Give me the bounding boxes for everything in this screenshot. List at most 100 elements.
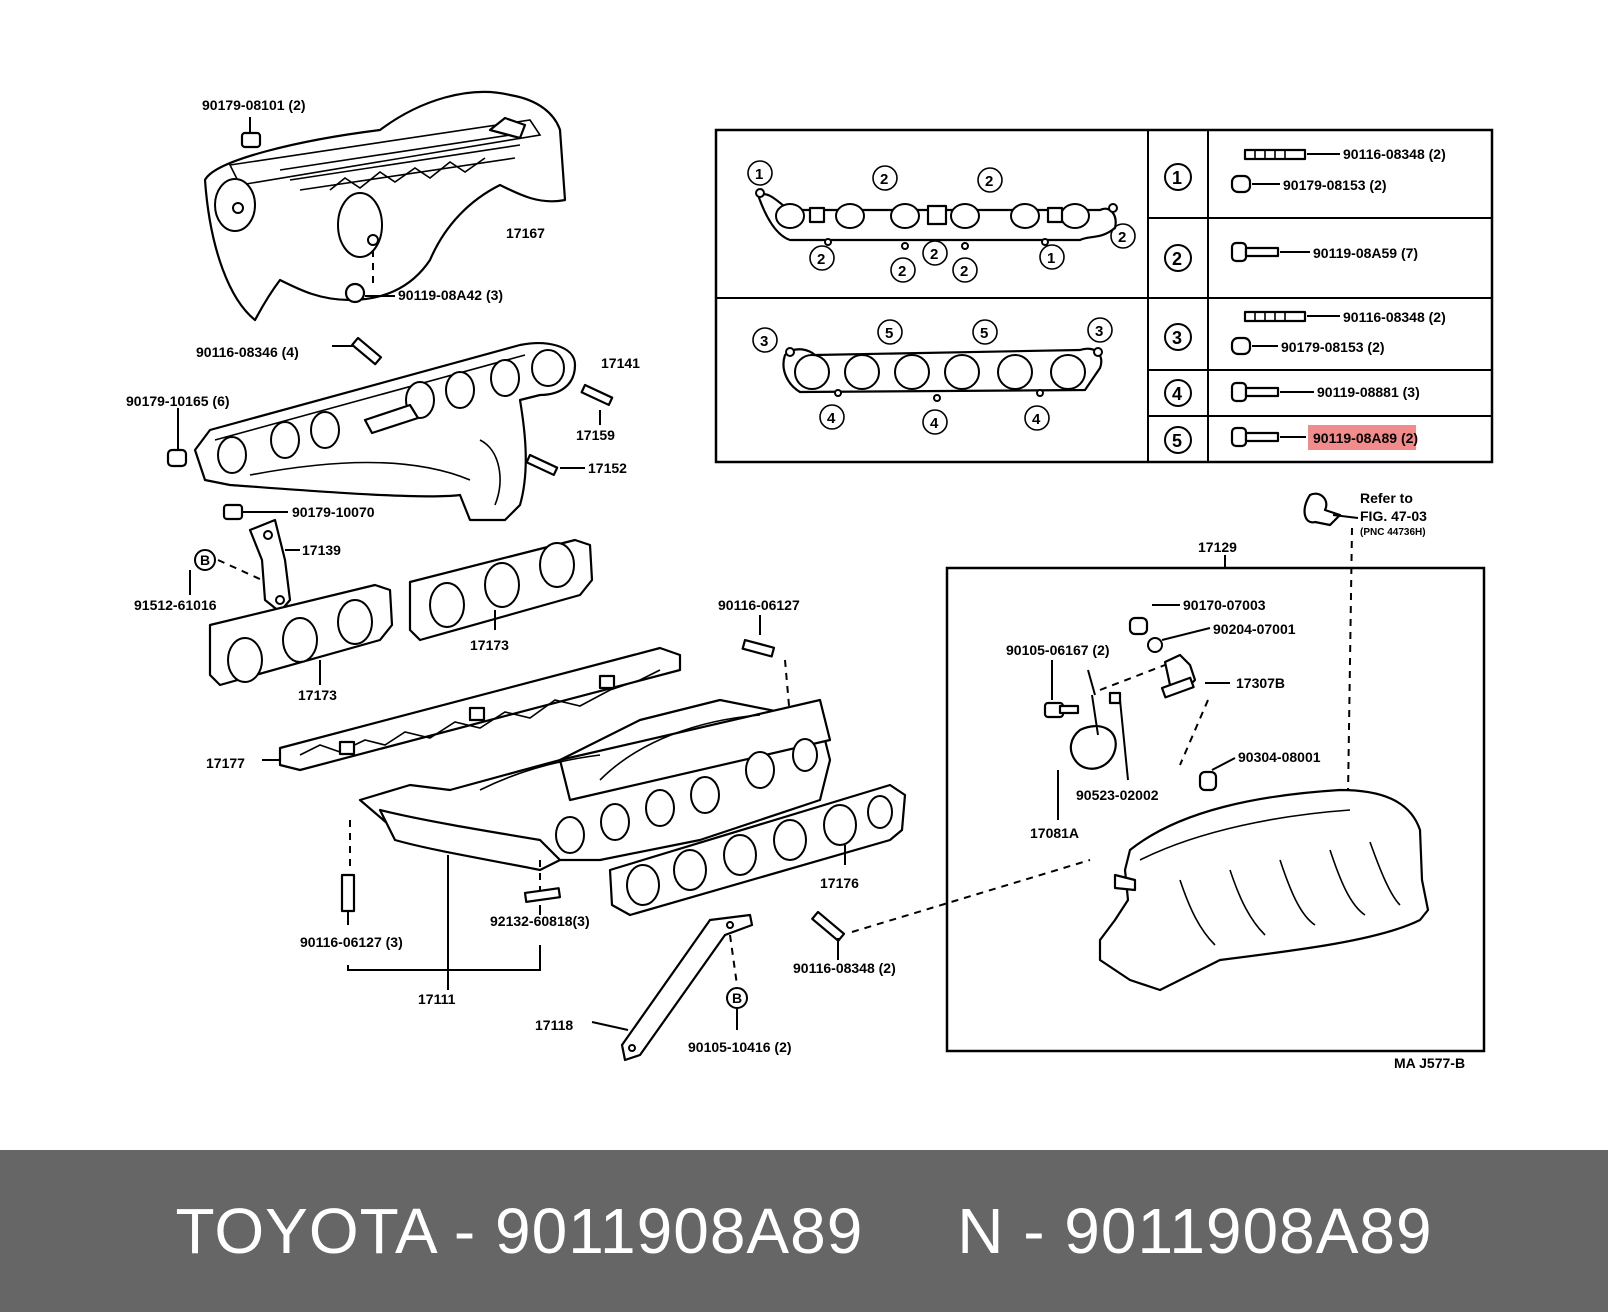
- part-labels: 90179-08101 (2) 17167 90119-08A42 (3) 90…: [126, 97, 1465, 1071]
- bracket-17307B: [1160, 653, 1230, 766]
- svg-text:90116-06127: 90116-06127: [718, 597, 800, 613]
- bolt-head-icon: [1230, 381, 1248, 403]
- svg-text:90116-08348 (2): 90116-08348 (2): [1343, 146, 1446, 162]
- svg-text:2: 2: [960, 263, 968, 280]
- svg-text:90116-08346 (4): 90116-08346 (4): [196, 344, 299, 360]
- nut-icon: [1230, 174, 1252, 194]
- svg-text:5: 5: [1172, 431, 1182, 451]
- bolt-shank-icon: [1244, 386, 1280, 398]
- clip-refer: [1303, 492, 1359, 796]
- lower-markers: 3 5 5 3 4 4 4: [752, 317, 1113, 435]
- svg-text:91512-61016: 91512-61016: [134, 597, 217, 613]
- svg-text:90119-08A89 (2): 90119-08A89 (2): [1313, 430, 1418, 446]
- gasket-90304-08001: [1198, 757, 1236, 792]
- exploded-view-svg: B: [126, 90, 1494, 1071]
- stud-17152: [525, 453, 585, 477]
- svg-text:90523-02002: 90523-02002: [1076, 787, 1159, 803]
- svg-text:FIG. 47-03: FIG. 47-03: [1360, 508, 1427, 524]
- svg-text:4: 4: [1032, 411, 1041, 428]
- upper-markers: 1 2 2 2 2 2 2 1 2: [747, 160, 1136, 283]
- svg-text:17159: 17159: [576, 427, 615, 443]
- engine-cover-17167: [203, 90, 567, 322]
- svg-text:17118: 17118: [535, 1017, 573, 1033]
- svg-text:90179-08153 (2): 90179-08153 (2): [1283, 177, 1387, 193]
- svg-text:90179-10070: 90179-10070: [292, 504, 375, 520]
- bracket-17139: [248, 518, 300, 614]
- svg-text:90116-08348 (2): 90116-08348 (2): [793, 960, 896, 976]
- svg-text:90179-08101 (2): 90179-08101 (2): [202, 97, 306, 113]
- svg-text:2: 2: [985, 173, 993, 190]
- svg-text:Refer to: Refer to: [1360, 490, 1413, 506]
- stud-92132-60818: [523, 860, 562, 915]
- legend-table: [714, 128, 1494, 464]
- plenum-box: [945, 555, 1486, 1053]
- svg-text:17152: 17152: [588, 460, 627, 476]
- svg-text:2: 2: [1172, 249, 1182, 269]
- svg-text:4: 4: [1172, 384, 1182, 404]
- legend-part-labels: 90116-08348 (2) 90179-08153 (2) 90119-08…: [1281, 146, 1446, 446]
- svg-text:17307B: 17307B: [1236, 675, 1285, 691]
- svg-text:3: 3: [1172, 328, 1182, 348]
- svg-text:17111: 17111: [418, 991, 456, 1007]
- footer-bar: TOYOTA - 9011908A89 N - 9011908A89: [0, 1150, 1608, 1312]
- bolt-head-icon: [1230, 241, 1248, 263]
- stud-17159: [580, 383, 614, 425]
- svg-text:2: 2: [898, 263, 906, 280]
- svg-text:1: 1: [1047, 250, 1055, 267]
- intake-manifold-17111: [358, 698, 832, 990]
- legend-upper-gasket: [755, 188, 1118, 250]
- svg-text:17081A: 17081A: [1030, 825, 1079, 841]
- legend-part-icons: [1230, 148, 1340, 448]
- svg-text:90119-08881 (3): 90119-08881 (3): [1317, 384, 1420, 400]
- svg-text:3: 3: [1095, 323, 1103, 340]
- svg-text:90119-08A59 (7): 90119-08A59 (7): [1313, 245, 1418, 261]
- svg-text:4: 4: [930, 415, 939, 432]
- actuator-17081A: [1057, 664, 1166, 820]
- svg-text:5: 5: [885, 325, 893, 342]
- svg-text:90204-07001: 90204-07001: [1213, 621, 1296, 637]
- nut-90179-10165: [166, 408, 188, 468]
- svg-text:90179-10165 (6): 90179-10165 (6): [126, 393, 230, 409]
- stud-90116-08348-center: [811, 859, 1091, 960]
- svg-text:17173: 17173: [470, 637, 509, 653]
- svg-text:1: 1: [755, 166, 763, 183]
- svg-text:MA J577-B: MA J577-B: [1394, 1055, 1465, 1071]
- nut-90170-07003: [1128, 604, 1180, 636]
- svg-text:5: 5: [980, 325, 988, 342]
- svg-text:B: B: [200, 552, 210, 568]
- svg-text:4: 4: [827, 410, 836, 427]
- svg-text:2: 2: [817, 251, 825, 268]
- stud-90116-06127-lower: [340, 820, 541, 971]
- svg-text:17173: 17173: [298, 687, 337, 703]
- highlight-9011908A89: [1308, 425, 1416, 450]
- gasket-17176: [608, 783, 907, 917]
- parts-diagram: B: [126, 90, 1494, 1071]
- svg-text:17141: 17141: [601, 355, 640, 371]
- svg-text:90105-06167 (2): 90105-06167 (2): [1006, 642, 1110, 658]
- gasket-17177: [262, 646, 682, 772]
- svg-text:1: 1: [1172, 168, 1182, 188]
- bolt-head-icon: [1230, 426, 1248, 448]
- bolt-91512-61016: B: [189, 549, 263, 595]
- svg-text:90170-07003: 90170-07003: [1183, 597, 1266, 613]
- clamp-90523-02002: [1108, 691, 1129, 781]
- nut-icon: [1230, 336, 1252, 356]
- washer-90204-07001: [1147, 627, 1211, 653]
- svg-text:90179-08153 (2): 90179-08153 (2): [1281, 339, 1385, 355]
- svg-text:17176: 17176: [820, 875, 859, 891]
- legend-lower-gasket: [782, 347, 1103, 402]
- gasket-17173-left: [208, 583, 394, 687]
- svg-text:90304-08001: 90304-08001: [1238, 749, 1321, 765]
- exhaust-manifold-17141: [193, 342, 577, 522]
- svg-text:B: B: [732, 990, 742, 1006]
- svg-text:2: 2: [1118, 229, 1126, 246]
- svg-text:90116-06127 (3): 90116-06127 (3): [300, 934, 403, 950]
- bolt-90105-10416: B: [726, 934, 748, 1030]
- bolt-shank-icon: [1244, 431, 1280, 443]
- svg-text:(PNC 44736H): (PNC 44736H): [1360, 527, 1426, 538]
- nut-90179-08101: [240, 117, 262, 149]
- legend-keys: 1 2 3 4 5: [1164, 163, 1192, 454]
- svg-text:17177: 17177: [206, 755, 245, 771]
- svg-text:90116-08348 (2): 90116-08348 (2): [1343, 309, 1446, 325]
- stud-90116-08346: [332, 336, 383, 366]
